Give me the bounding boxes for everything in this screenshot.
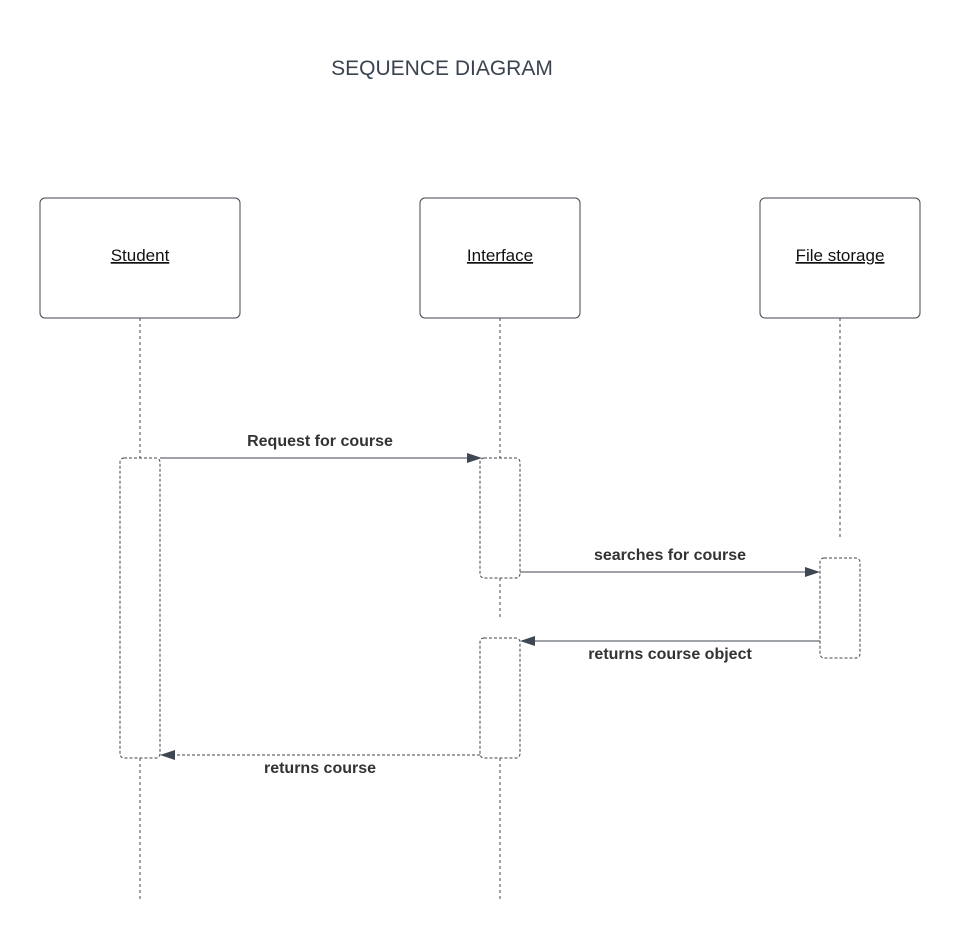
activation-file-storage[interactable] — [819, 557, 861, 659]
activation-interface-1[interactable] — [479, 457, 521, 579]
message-request-for-course[interactable]: Request for course — [160, 433, 482, 463]
arrowhead-right-icon — [805, 567, 820, 577]
actor-interface-box — [419, 197, 581, 319]
actor-file-storage-box — [759, 197, 921, 319]
arrowhead-right-icon — [467, 453, 482, 463]
actor-interface-label: Interface — [467, 246, 533, 265]
message-label: searches for course — [594, 547, 746, 564]
message-returns-course-object[interactable]: returns course object — [520, 636, 820, 663]
message-returns-course[interactable]: returns course — [160, 750, 480, 777]
message-searches-for-course[interactable]: searches for course — [520, 547, 820, 577]
actor-student-label: Student — [111, 246, 170, 265]
arrowhead-left-icon — [160, 750, 175, 760]
message-label: Request for course — [247, 433, 393, 450]
actor-interface[interactable]: Interface — [419, 197, 581, 319]
actor-file-storage-label: File storage — [796, 246, 885, 265]
activation-interface-2[interactable] — [479, 637, 521, 759]
diagram-title: SEQUENCE DIAGRAM — [331, 57, 553, 80]
activation-student[interactable] — [119, 457, 161, 759]
actor-student-box — [39, 197, 241, 319]
actor-student[interactable]: Student — [39, 197, 241, 319]
message-label: returns course — [264, 760, 376, 777]
message-label: returns course object — [588, 646, 752, 663]
actor-file-storage[interactable]: File storage — [759, 197, 921, 319]
arrowhead-left-icon — [520, 636, 535, 646]
